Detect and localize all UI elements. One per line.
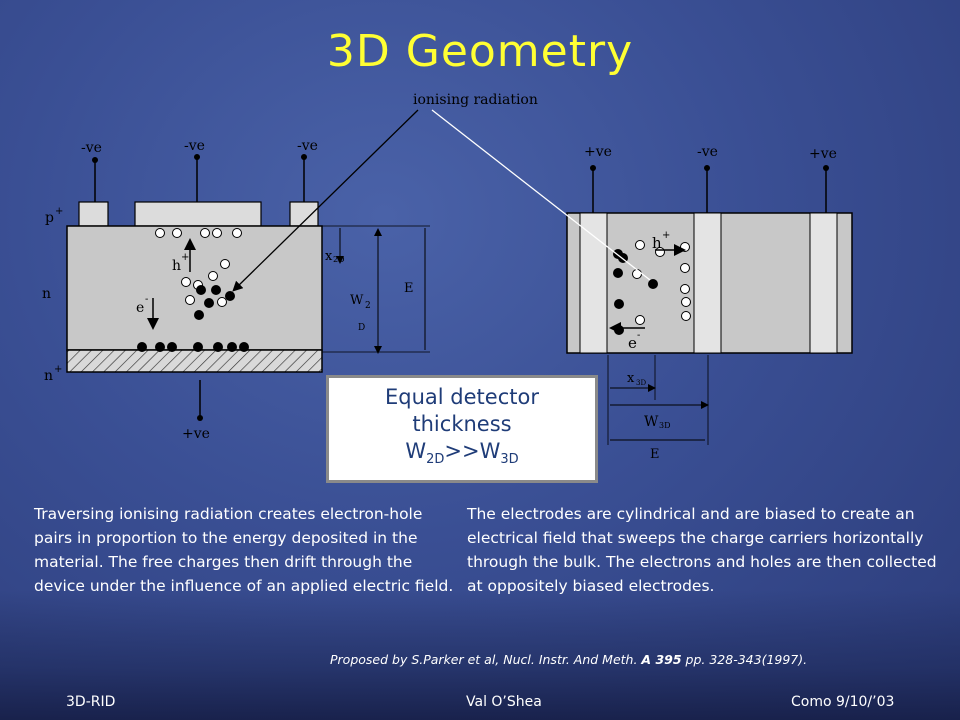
e-3d-label: E (650, 447, 660, 462)
callout-w2d-sub: 2D (426, 452, 445, 468)
callout-w3d-sub: 3D (500, 452, 519, 468)
3d-hole-sup: + (662, 230, 670, 241)
x2d-sub: 2D (333, 255, 345, 264)
planar-electrons (137, 285, 249, 352)
3d-bias-2: -ve (697, 144, 718, 160)
label-n-plus-sup: + (54, 364, 62, 375)
3d-electrode-right (809, 212, 838, 354)
callout-op: >>W (444, 439, 501, 463)
reference-citation: Proposed by S.Parker et al, Nucl. Instr.… (330, 652, 807, 667)
radiation-track-3d (431, 109, 651, 281)
3d-bias-1: +ve (584, 144, 612, 160)
radiation-label: ionising radiation (413, 92, 538, 108)
p-plus-electrode-left (78, 201, 109, 227)
footer-center: Val O’Shea (466, 694, 542, 710)
callout-line-2: thickness (412, 412, 512, 436)
3d-electron-label: e (628, 334, 637, 352)
planar-electron-sup: - (145, 294, 148, 305)
label-p: p (45, 210, 54, 226)
x3d-sub: 3D (636, 379, 646, 387)
3d-electrode-left (579, 212, 608, 354)
planar-hole-sup: + (181, 252, 189, 263)
planar-bias-1: -ve (81, 140, 102, 156)
planar-bias-2: -ve (184, 138, 205, 154)
equal-thickness-callout: Equal detector thickness W2D>>W3D (326, 375, 598, 483)
3d-hole-label: h (652, 234, 662, 252)
footer-right: Como 9/10/’03 (791, 694, 895, 710)
x2d-label: x (325, 249, 333, 264)
w2d-sub-b: D (358, 323, 365, 333)
w3d-label: W (644, 414, 659, 430)
ref-prefix: Proposed by S.Parker et al, Nucl. Instr.… (330, 652, 642, 667)
three-d-detector: +ve -ve +ve h + e - x 3D W 3D E (566, 144, 853, 462)
e-planar-label: E (404, 281, 414, 296)
ref-suffix: pp. 328-343(1997). (681, 652, 808, 667)
footer-left: 3D-RID (66, 694, 116, 710)
planar-electron-label: e (136, 300, 144, 316)
callout-w2d: W (405, 439, 427, 463)
label-n: n (42, 286, 51, 302)
slide-title: 3D Geometry (326, 26, 634, 77)
3d-electron-sup: - (637, 330, 640, 341)
w3d-sub: 3D (659, 421, 671, 430)
label-n-plus: n (44, 368, 53, 384)
w2d-label: W (350, 293, 364, 308)
radiation-track-2d (232, 109, 419, 292)
w2d-sub-a: 2 (365, 301, 371, 311)
background-skyline (0, 590, 960, 720)
left-paragraph: Traversing ionising radiation creates el… (34, 505, 454, 595)
callout-line-1: Equal detector (385, 385, 539, 409)
3d-bias-3: +ve (809, 146, 837, 162)
planar-bias-bottom: +ve (182, 426, 210, 442)
label-p-sup: + (55, 206, 63, 217)
x3d-label: x (627, 371, 635, 386)
ref-volume: A 395 (641, 652, 682, 667)
planar-bias-3: -ve (297, 138, 318, 154)
right-paragraph: The electrodes are cylindrical and are b… (467, 505, 937, 595)
planar-hole-label: h (172, 258, 181, 274)
callout-line-3: W2D>>W3D (329, 438, 595, 473)
planar-holes (155, 228, 242, 307)
planar-detector: -ve -ve -ve +ve p + n n + h + e - x 2D W… (42, 138, 430, 442)
n-plus-layer (66, 349, 323, 373)
p-plus-electrode-center (134, 201, 262, 227)
3d-electrode-center (693, 212, 722, 354)
